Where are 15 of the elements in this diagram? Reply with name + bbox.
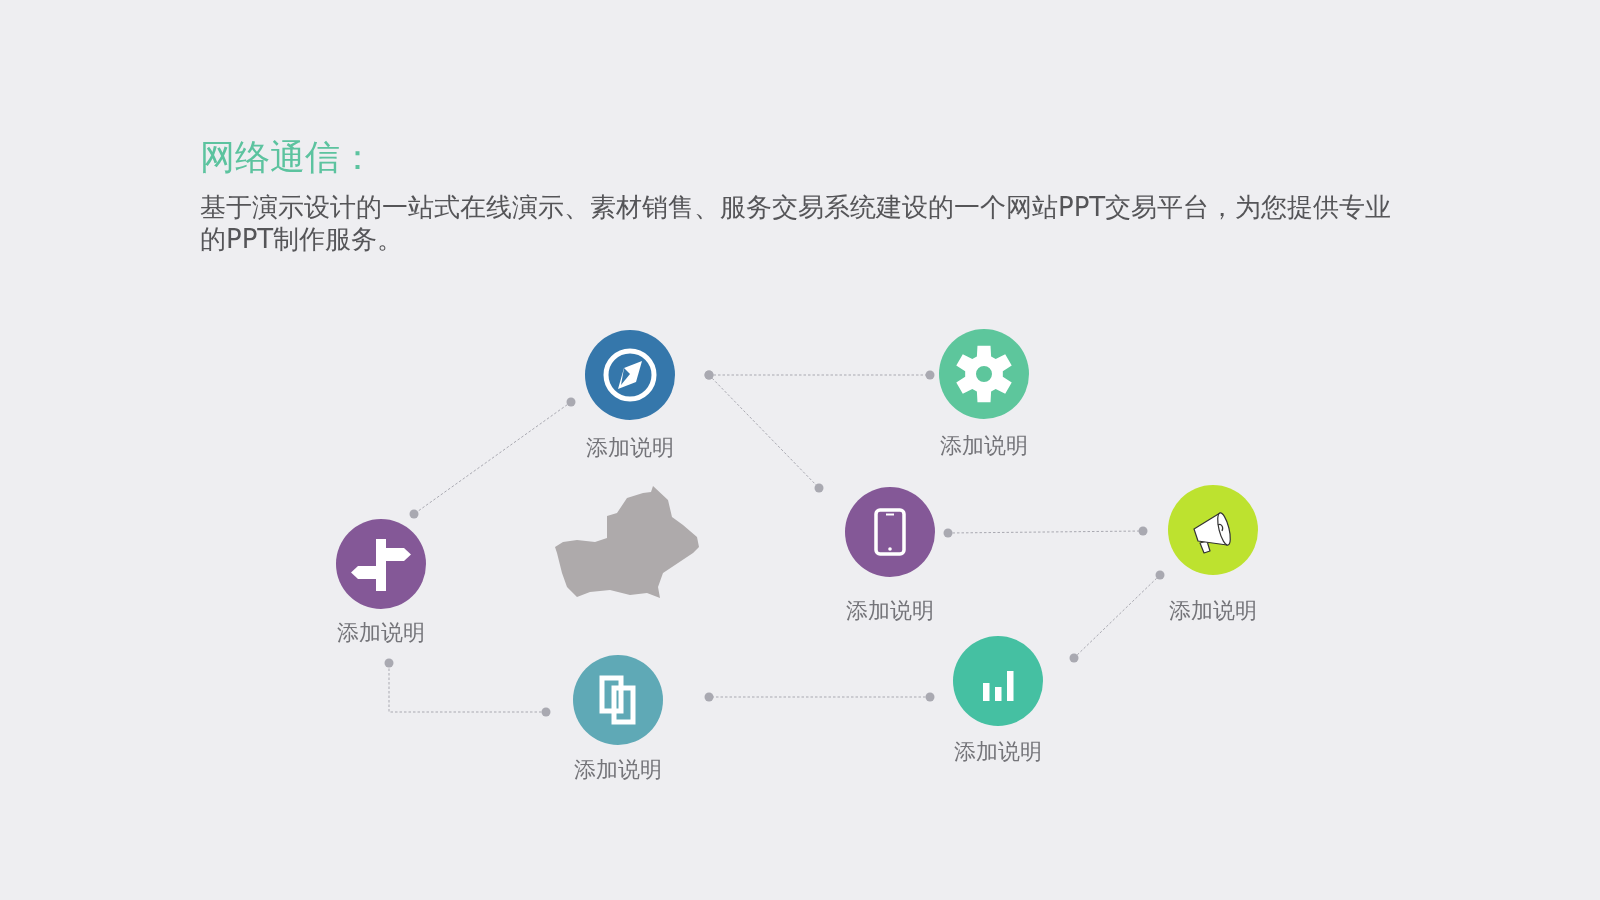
icon-caption: 添加说明 xyxy=(337,620,425,646)
dotted-connector xyxy=(384,658,551,717)
icon-caption: 添加说明 xyxy=(574,757,662,783)
icon-caption: 添加说明 xyxy=(1169,598,1257,624)
heading: 网络通信： xyxy=(200,136,375,179)
dotted-connector xyxy=(704,692,935,702)
icon-caption: 添加说明 xyxy=(954,739,1042,765)
description-text: 基于演示设计的一站式在线演示、素材销售、服务交易系统建设的一个网站PPT交易平台，为您提供专业的PPT制作服务。 xyxy=(200,191,1393,255)
icon-caption: 添加说明 xyxy=(586,435,674,461)
dotted-connector xyxy=(943,526,1148,538)
dotted-connector xyxy=(1069,570,1165,663)
dotted-connector xyxy=(409,397,576,519)
dotted-connector xyxy=(704,370,824,493)
icon-caption: 添加说明 xyxy=(846,598,934,624)
icon-caption: 添加说明 xyxy=(940,433,1028,459)
